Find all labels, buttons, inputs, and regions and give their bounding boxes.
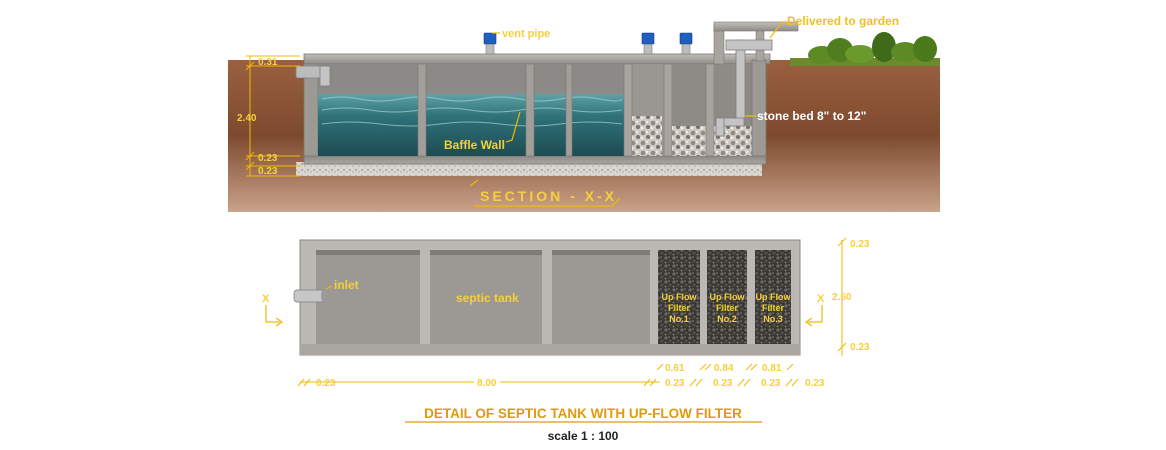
footer-scale: scale 1 : 100 (548, 429, 619, 443)
dim-wall-bottom-3: 0.23 (761, 378, 781, 389)
filter-gravel-1 (632, 116, 662, 156)
outlet-box-top (713, 21, 799, 32)
dim-filter-2: 0.84 (714, 363, 734, 374)
svg-text:No.2: No.2 (717, 314, 737, 324)
svg-text:Filter: Filter (716, 303, 739, 313)
baffle-wall-label: Baffle Wall (444, 138, 505, 152)
inlet-pipe-down (319, 65, 331, 87)
vent-pipe-label: vent pipe (502, 28, 550, 40)
section-leaders (492, 21, 790, 143)
filter-wall-3 (705, 63, 715, 157)
dim-filter-3: 0.81 (762, 363, 782, 374)
dim-length: 8.00 (477, 378, 497, 389)
dim-right-top: 0.23 (850, 239, 870, 250)
plan-inner-shading (316, 250, 650, 255)
baffle-wall-1 (417, 63, 427, 157)
x-marker-left: X (262, 293, 270, 305)
filter-wall-1 (623, 63, 633, 157)
svg-text:Up Flow: Up Flow (662, 292, 698, 302)
dim-wall-bottom-4: 0.23 (805, 378, 825, 389)
shrubs (808, 32, 937, 64)
dim-right-mid: 2.60 (832, 292, 852, 303)
water-body (318, 94, 624, 156)
x-marker-right: X (817, 293, 825, 305)
svg-text:Up Flow: Up Flow (710, 292, 746, 302)
svg-text:Up Flow: Up Flow (756, 292, 792, 302)
chamber-3-air (534, 64, 624, 94)
dim-top: 0.31 (258, 57, 278, 68)
section-title: SECTION - X-X (480, 188, 617, 204)
outlet-pipe-vertical (735, 39, 746, 125)
stone-bed-label: stone bed 8" to 12" (757, 109, 866, 123)
plan-front-face (300, 344, 800, 355)
svg-text:No.3: No.3 (763, 314, 783, 324)
chamber-1-air (318, 64, 418, 94)
plan-view: inlet septic tank Up Flow Filter No.1 Up… (262, 237, 870, 389)
plan-chamber-2 (430, 250, 542, 344)
inlet-leader (325, 285, 333, 290)
dim-base-1: 0.23 (258, 153, 278, 164)
plan-filter-1 (658, 250, 700, 344)
dim-height: 2.40 (237, 113, 257, 124)
baffle-wall-3 (565, 63, 573, 157)
dim-filter-1: 0.61 (665, 363, 685, 374)
septic-tank-label: septic tank (456, 291, 519, 305)
dim-wall-left: 0.23 (316, 378, 336, 389)
svg-text:Filter: Filter (762, 303, 785, 313)
section-view: vent pipe Delivered to garden Baffle Wal… (228, 0, 940, 212)
plan-inlet-end (321, 290, 327, 302)
plan-filter-2 (707, 250, 747, 344)
delivered-label: Delivered to garden (787, 14, 899, 28)
gravel-base (296, 162, 762, 176)
outlet-pipe-horizontal (725, 39, 773, 51)
plan-inlet-pipe (293, 289, 325, 303)
filter-2-label: Up Flow Filter No.2 (710, 292, 746, 324)
svg-text:Filter: Filter (668, 303, 691, 313)
tank-floor (303, 155, 767, 165)
vent-pipe-icon (483, 32, 693, 55)
inlet-label: inlet (334, 278, 359, 292)
filter-width-ticks (656, 363, 794, 371)
filter-3-label: Up Flow Filter No.3 (756, 292, 792, 324)
dim-right-bottom: 0.23 (850, 342, 870, 353)
filter-gravel-2 (672, 126, 708, 156)
section-marker-right (804, 305, 823, 327)
plan-right-dims (837, 237, 847, 356)
stone-bed-pipe-down (715, 117, 725, 137)
dim-wall-bottom-1: 0.23 (665, 378, 685, 389)
section-title-group: SECTION - X-X (469, 179, 621, 207)
section-marker-left (265, 305, 284, 327)
plan-chamber-3 (552, 250, 650, 344)
chamber-2-air (426, 64, 526, 94)
baffle-wall-2 (525, 63, 535, 157)
svg-text:No.1: No.1 (669, 314, 689, 324)
plan-chamber-1 (316, 250, 420, 344)
length-dimension-line (297, 378, 799, 387)
dim-base-2: 0.23 (258, 166, 278, 177)
dim-wall-bottom-2: 0.23 (713, 378, 733, 389)
filter-wall-2 (663, 63, 673, 157)
filter-1-label: Up Flow Filter No.1 (662, 292, 698, 324)
footer-title: DETAIL OF SEPTIC TANK WITH UP-FLOW FILTE… (424, 406, 742, 421)
footer: DETAIL OF SEPTIC TANK WITH UP-FLOW FILTE… (405, 406, 762, 443)
section-dimensions (245, 55, 300, 177)
plan-filter-3 (755, 250, 791, 344)
tank-wall-right (751, 59, 767, 157)
tank-slab-top (303, 53, 771, 65)
